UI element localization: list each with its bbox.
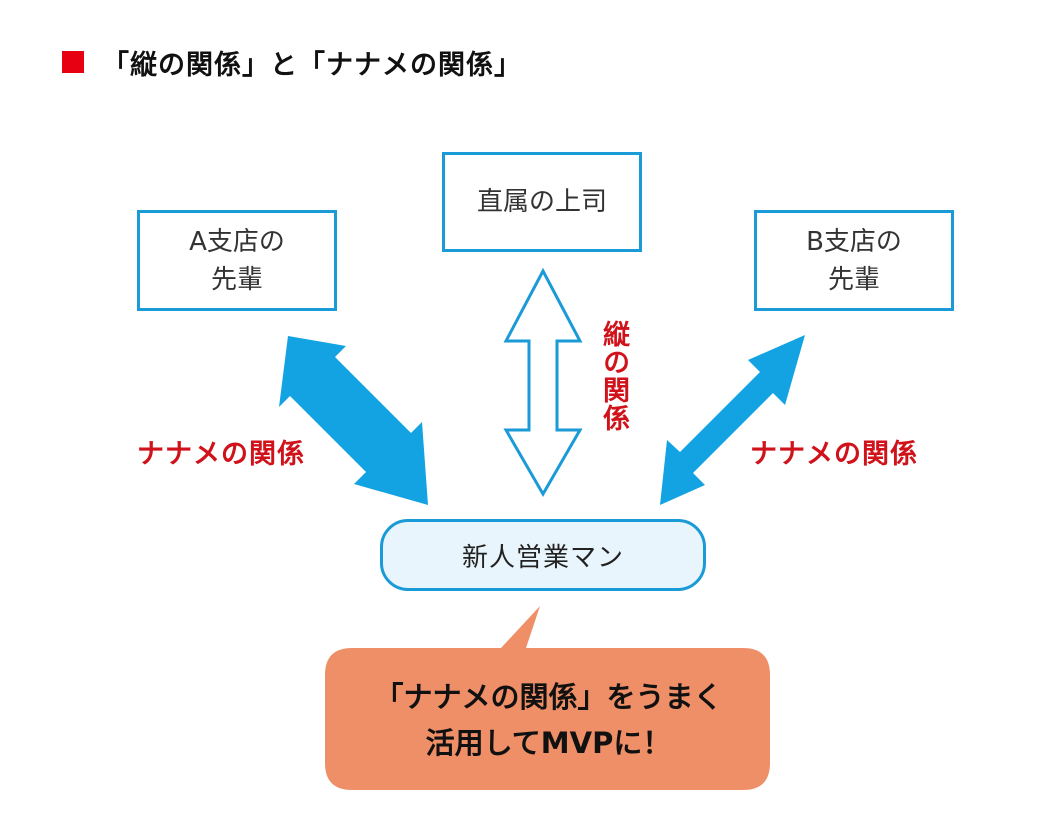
diagonal-label-left: ナナメの関係: [137, 439, 305, 470]
diagonal-arrow-left: [279, 336, 428, 505]
vertical-arrow: [503, 267, 583, 497]
direct-boss-box: 直属の上司: [442, 152, 642, 252]
senior-a-line1: A支店の: [189, 226, 285, 257]
callout-text: 「ナナメの関係」をうまく 活用してMVPに！: [325, 674, 772, 766]
diagonal-label-right: ナナメの関係: [750, 439, 918, 470]
vertical-label: 縦の関係: [598, 320, 629, 432]
diagonal-arrow-right: [660, 335, 805, 505]
senior-b-line1: B支店の: [806, 226, 902, 257]
page-title: 「縦の関係」と「ナナメの関係」: [102, 49, 522, 81]
title-marker: [62, 51, 84, 73]
new-salesperson-box: 新人営業マン: [380, 519, 706, 591]
title-row: 「縦の関係」と「ナナメの関係」: [62, 42, 522, 82]
senior-a-line2: 先輩: [210, 264, 263, 295]
senior-b-line2: 先輩: [827, 264, 880, 295]
callout-line2: 活用してMVPに！: [425, 726, 672, 760]
senior-b-box: B支店の 先輩: [754, 210, 954, 311]
callout-line1: 「ナナメの関係」をうまく: [374, 680, 723, 714]
senior-a-box: A支店の 先輩: [137, 210, 337, 311]
direct-boss-label: 直属の上司: [476, 187, 607, 217]
new-salesperson-label: 新人営業マン: [461, 542, 624, 573]
callout-bubble: [325, 606, 770, 790]
